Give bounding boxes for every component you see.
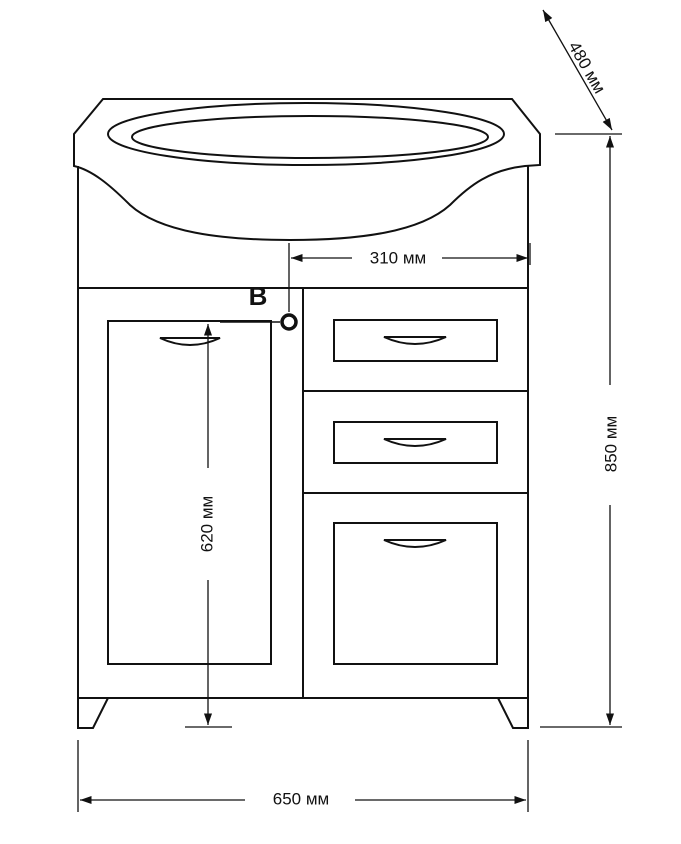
drawer-handle-middle-icon [383, 438, 447, 447]
basin-bowl-outer [107, 102, 505, 166]
door-panel [107, 320, 272, 665]
leg-left [77, 697, 109, 729]
height-label: 850 мм [601, 416, 620, 472]
water-outlet-icon [280, 313, 298, 331]
drawer-handle-top-icon [383, 336, 447, 345]
leg-right [497, 697, 529, 729]
drawer-front-top [333, 319, 498, 362]
drawer-handle-bottom-icon [383, 539, 447, 548]
depth-label: 480 мм [565, 38, 610, 96]
basin-bowl-inner [131, 115, 489, 159]
basin-top [73, 98, 541, 242]
door-handle-icon [159, 337, 221, 346]
depth-dimension-line [542, 9, 613, 131]
drawer-front-middle [333, 421, 498, 464]
door-height-label: 620 мм [197, 496, 216, 552]
width-label: 650 мм [273, 789, 329, 808]
drawer-front-bottom [333, 522, 498, 665]
drawer-width-label: 310 мм [370, 248, 426, 267]
outlet-marker-label: B [249, 281, 268, 311]
